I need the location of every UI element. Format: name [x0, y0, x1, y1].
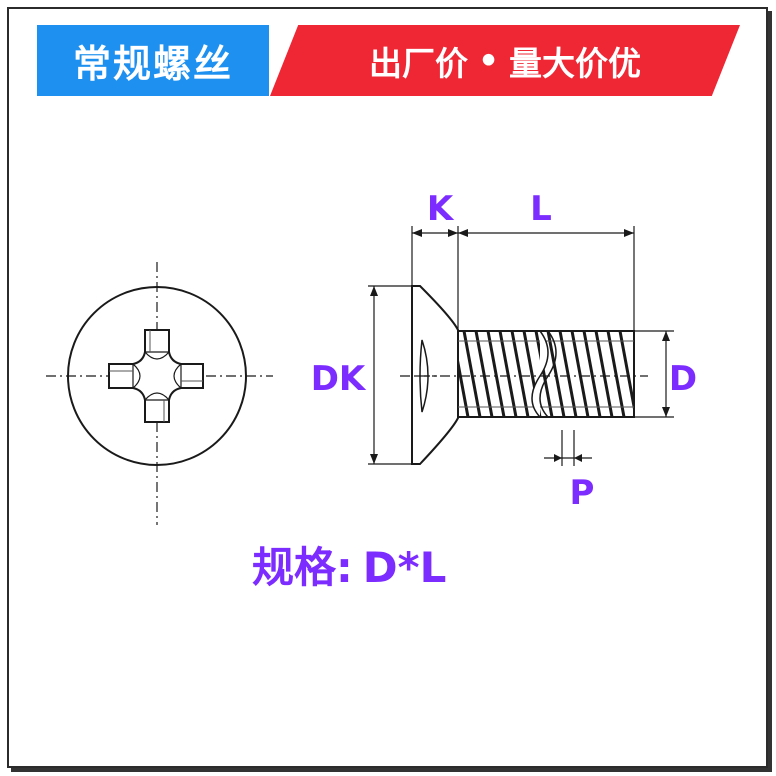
dimension-arrows [370, 229, 670, 464]
product-title: 常规螺丝 [72, 42, 233, 86]
slogan-separator: • [477, 41, 500, 80]
product-title-banner: 常规螺丝 [37, 25, 269, 96]
spec-formula: D*L [362, 543, 447, 592]
screw-head-front-view [46, 262, 273, 525]
dim-label-p: P [570, 473, 595, 513]
screw-side-view [400, 285, 648, 465]
slogan-left: 出厂价 [368, 43, 468, 83]
thread-hatching [458, 331, 634, 417]
slogan-right: 量大价优 [509, 43, 642, 83]
dim-label-dk: DK [311, 359, 367, 399]
spec-label: 规格: [252, 543, 353, 592]
dim-label-k: K [427, 189, 455, 229]
slogan-banner: 出厂价 • 量大价优 [270, 25, 740, 96]
spec-line: 规格:D*L [252, 534, 446, 595]
dim-label-d: D [669, 359, 697, 399]
phillips-cross-icon [108, 329, 204, 423]
dim-label-l: L [530, 189, 552, 229]
